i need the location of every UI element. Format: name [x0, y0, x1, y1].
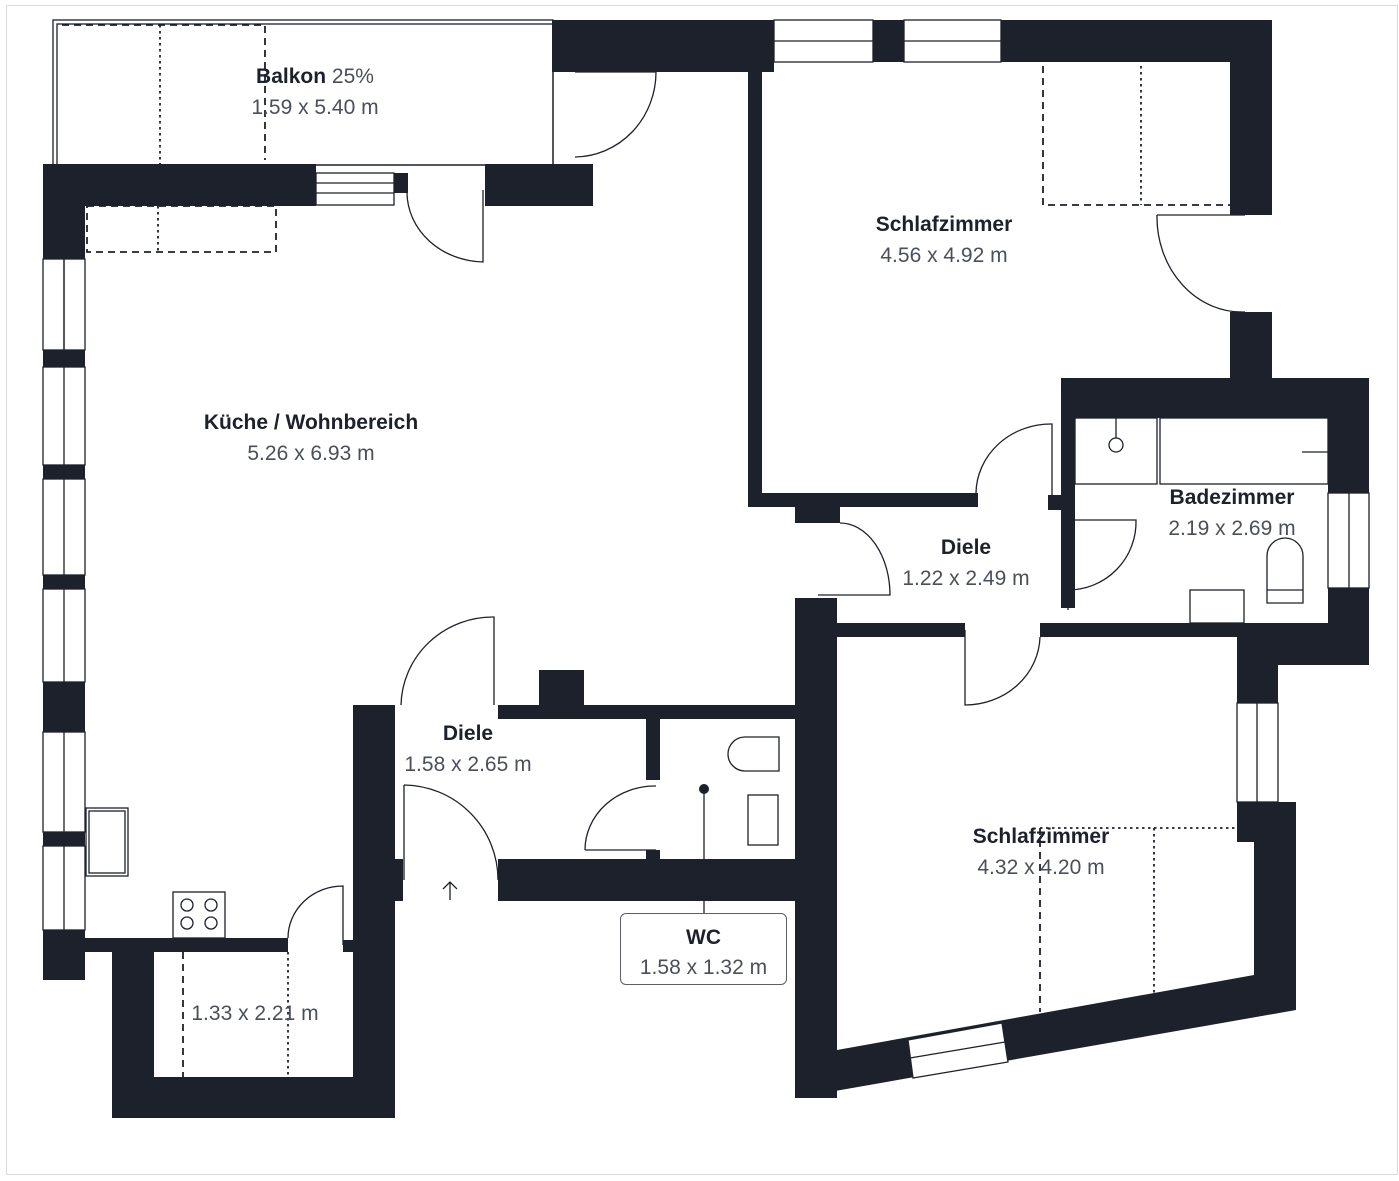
plan-frame [6, 5, 1398, 1175]
fixtures [85, 66, 1329, 1077]
room-name: Badezimmer [1169, 486, 1295, 509]
room-label-schlafzimmer-2: Schlafzimmer 4.32 x 4.20 m [973, 826, 1110, 878]
room-size: 5.26 x 6.93 m [247, 442, 375, 465]
room-name: Diele [940, 536, 992, 559]
room-label-diele-2: Diele 1.58 x 2.65 m [404, 723, 531, 775]
room-name: WC [686, 926, 721, 949]
room-name: Diele [442, 722, 494, 745]
room-size: 1.58 x 2.65 m [404, 753, 532, 776]
room-name: Balkon [256, 65, 327, 88]
room-label-diele-1: Diele 1.22 x 2.49 m [902, 537, 1029, 589]
room-name: Küche / Wohnbereich [203, 411, 419, 434]
room-size: 1.33 x 2.21 m [191, 1002, 319, 1025]
room-size: 1.59 x 5.40 m [251, 96, 379, 119]
room-share: 25% [331, 65, 374, 88]
room-size: 4.32 x 4.20 m [977, 856, 1105, 879]
room-label-schlafzimmer-1: Schlafzimmer 4.56 x 4.92 m [876, 214, 1013, 266]
room-label-abstellraum: 1.33 x 2.21 m [191, 1003, 318, 1024]
room-size: 2.19 x 2.69 m [1168, 517, 1296, 540]
room-name: Schlafzimmer [972, 825, 1110, 848]
room-size: 1.22 x 2.49 m [902, 567, 1030, 590]
room-size: 1.58 x 1.32 m [639, 956, 768, 979]
windows [42, 19, 1370, 1079]
room-size: 4.56 x 4.92 m [880, 244, 1008, 267]
room-label-wc: WC 1.58 x 1.32 m [620, 913, 787, 985]
room-name: Schlafzimmer [875, 213, 1013, 236]
room-label-badezimmer: Badezimmer 2.19 x 2.69 m [1168, 487, 1295, 539]
arrow-up-icon [442, 881, 458, 900]
room-label-kueche: Küche / Wohnbereich 5.26 x 6.93 m [204, 412, 418, 464]
room-label-balkon: Balkon 25% 1.59 x 5.40 m [251, 66, 378, 118]
doors [287, 71, 1246, 945]
